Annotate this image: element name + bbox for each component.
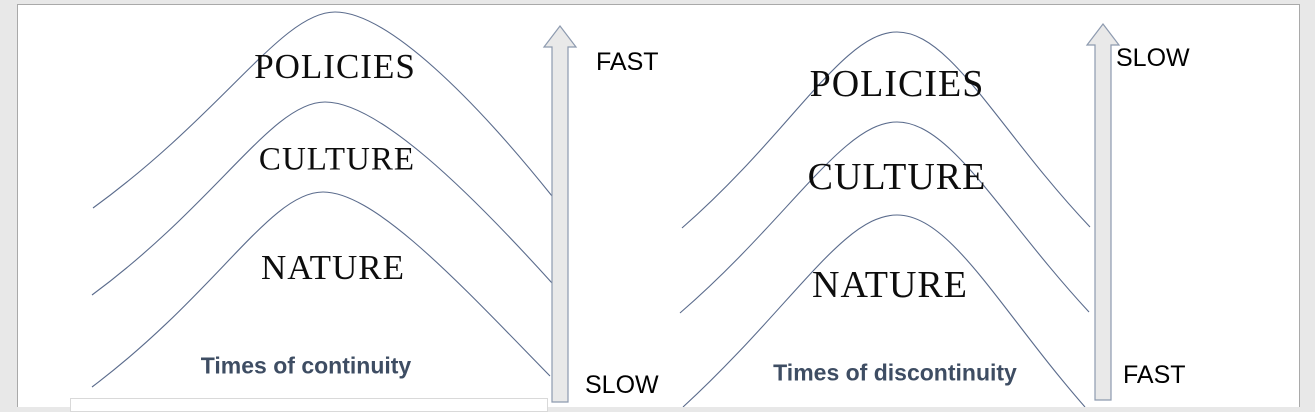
continuity-culture-curve [91,101,553,296]
continuity-arrow-top-label: FAST [596,48,659,76]
slide-canvas [17,4,1300,407]
continuity-nature-label: NATURE [260,248,406,287]
continuity-culture-label: CULTURE [258,141,416,178]
discontinuity-policies-curve [681,31,1091,229]
continuity-nature-curve [91,191,551,388]
continuity-policies-curve [92,11,553,209]
continuity-policies-label: POLICIES [254,47,416,86]
discontinuity-nature-curve [682,214,1086,407]
discontinuity-up-arrow-shape [1085,23,1121,401]
discontinuity-policies-label: POLICIES [809,63,985,105]
discontinuity-arrow-bottom-label: FAST [1123,361,1186,389]
continuity-arrow-bottom-label: SLOW [585,371,659,399]
discontinuity-nature-label: NATURE [812,264,968,306]
discontinuity-curves [679,31,1091,407]
discontinuity-culture-label: CULTURE [807,156,987,198]
discontinuity-arrow-top-label: SLOW [1116,44,1190,72]
continuity-curves [91,11,553,388]
continuity-caption: Times of continuity [200,352,412,379]
discontinuity-culture-curve [679,121,1090,314]
continuity-up-arrow-shape [542,25,578,403]
discontinuity-caption: Times of discontinuity [773,359,1017,386]
